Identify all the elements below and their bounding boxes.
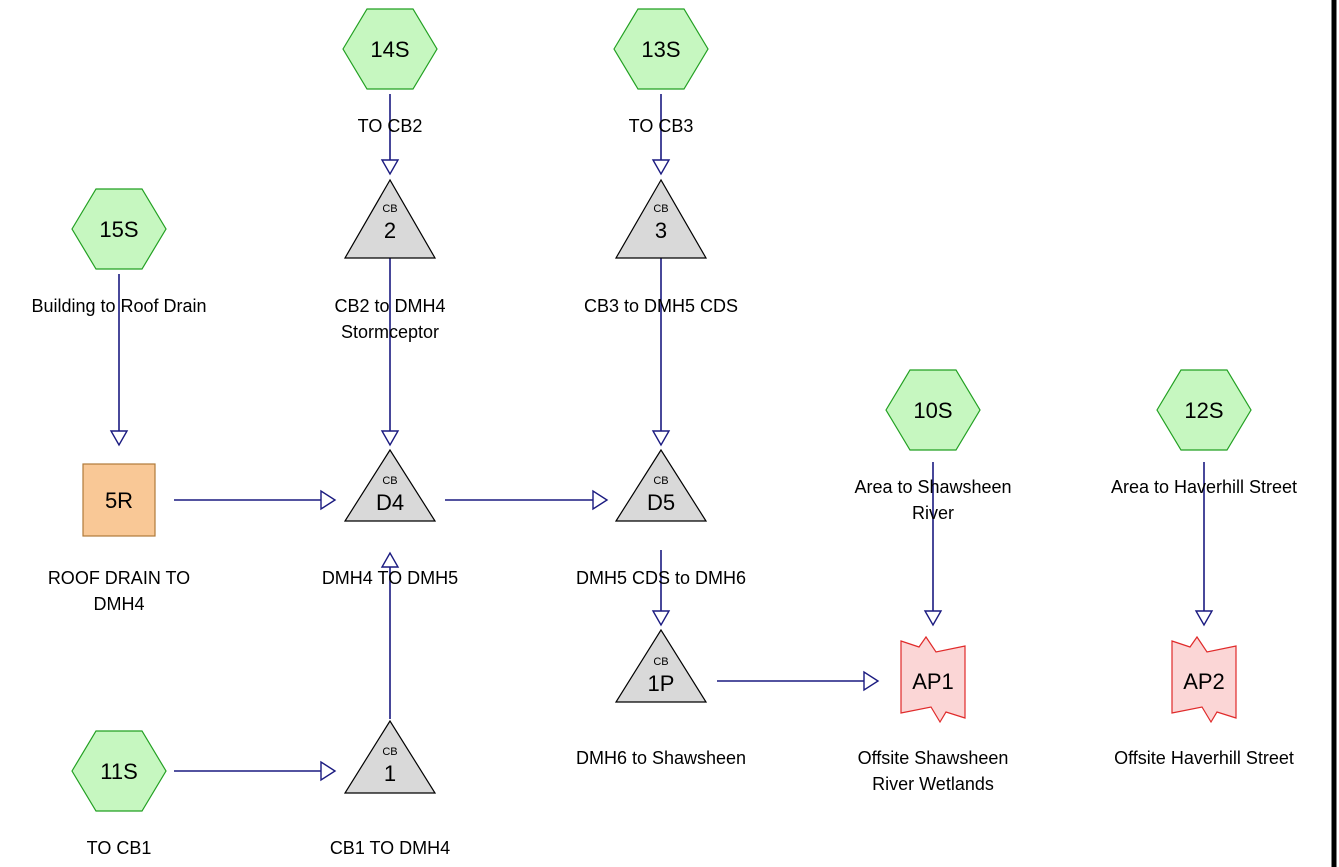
pond-cb1[interactable]: CB 1: [343, 719, 437, 794]
pond-cb3[interactable]: CB 3: [614, 178, 708, 259]
node-id: 1P: [648, 671, 675, 696]
subcatchment-13s[interactable]: 13S: [613, 8, 709, 90]
node-label: ROOF DRAIN TO: [48, 568, 190, 588]
node-label: River: [912, 503, 954, 523]
pond-d5[interactable]: CB D5: [614, 448, 708, 522]
node-label: Offsite Haverhill Street: [1114, 748, 1294, 768]
node-label: DMH6 to Shawsheen: [576, 748, 746, 768]
node-id: AP2: [1183, 669, 1225, 694]
arrowhead: [380, 430, 400, 447]
connectors: [109, 94, 1214, 782]
node-label: Offsite Shawsheen: [858, 748, 1009, 768]
node-id: AP1: [912, 669, 954, 694]
node-label: DMH4: [93, 594, 144, 614]
node-label: Area to Shawsheen: [854, 477, 1011, 497]
node-id: 15S: [99, 217, 138, 242]
node-id: 3: [655, 218, 667, 243]
subcatchment-10s[interactable]: 10S: [885, 369, 981, 451]
node-label: TO CB1: [87, 838, 152, 858]
node-id: 11S: [100, 759, 138, 784]
arrowhead: [380, 551, 400, 568]
pond-cb2[interactable]: CB 2: [343, 178, 437, 259]
reach-5r[interactable]: 5R: [82, 463, 156, 537]
link-ap2[interactable]: AP2: [1171, 635, 1237, 724]
pond-tag: CB: [382, 746, 397, 758]
node-id: 12S: [1184, 398, 1223, 423]
arrowhead: [380, 159, 400, 176]
node-label: TO CB2: [358, 116, 423, 136]
node-id: 2: [384, 218, 396, 243]
pond-tag: CB: [382, 475, 397, 487]
subcatchment-11s[interactable]: 11S: [71, 730, 167, 812]
pond-tag: CB: [653, 203, 668, 215]
pond-tag: CB: [382, 203, 397, 215]
arrowhead: [320, 760, 337, 782]
node-label: River Wetlands: [872, 774, 994, 794]
node-label: Building to Roof Drain: [31, 296, 206, 316]
arrowhead: [651, 430, 671, 447]
pond-d4[interactable]: CB D4: [343, 448, 437, 522]
pond-tag: CB: [653, 475, 668, 487]
node-label: CB1 TO DMH4: [330, 838, 450, 858]
arrowhead: [651, 610, 671, 627]
node-label: TO CB3: [629, 116, 694, 136]
node-label: DMH5 CDS to DMH6: [576, 568, 746, 588]
node-id: 10S: [913, 398, 952, 423]
node-label: Stormceptor: [341, 322, 439, 342]
node-id: D5: [647, 490, 675, 515]
node-label: CB2 to DMH4: [334, 296, 445, 316]
node-id: 1: [384, 761, 396, 786]
node-label: Area to Haverhill Street: [1111, 477, 1297, 497]
subcatchment-14s[interactable]: 14S: [342, 8, 438, 90]
arrowhead: [109, 430, 129, 447]
arrowhead: [592, 489, 609, 511]
node-id: 5R: [105, 488, 133, 513]
pond-tag: CB: [653, 656, 668, 668]
subcatchment-15s[interactable]: 15S: [71, 188, 167, 270]
arrowhead: [320, 489, 337, 511]
arrowhead: [923, 610, 943, 627]
subcatchment-12s[interactable]: 12S: [1156, 369, 1252, 451]
arrowhead: [1194, 610, 1214, 627]
arrowhead: [863, 670, 880, 692]
node-id: 13S: [641, 37, 680, 62]
node-label: CB3 to DMH5 CDS: [584, 296, 738, 316]
node-label: DMH4 TO DMH5: [322, 568, 458, 588]
arrowhead: [651, 159, 671, 176]
node-id: D4: [376, 490, 404, 515]
pond-1p[interactable]: CB 1P: [614, 628, 708, 703]
link-ap1[interactable]: AP1: [900, 635, 966, 724]
node-id: 14S: [370, 37, 409, 62]
